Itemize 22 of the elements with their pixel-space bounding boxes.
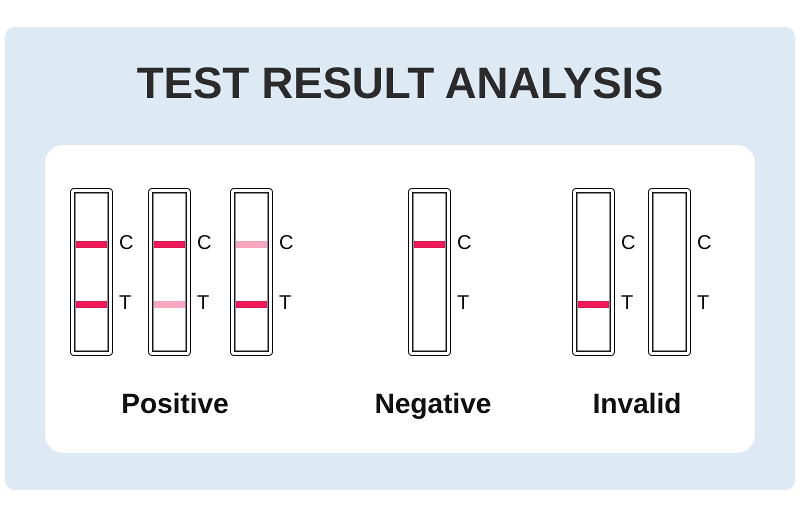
test-strip — [572, 188, 615, 356]
line-marker: C — [457, 233, 472, 253]
test-strip — [408, 188, 451, 356]
line-marker: C — [279, 233, 294, 253]
line-marker: T — [621, 293, 634, 313]
line-marker: T — [457, 293, 470, 313]
result-caption: Invalid — [592, 388, 682, 420]
line-marker: T — [119, 293, 132, 313]
line-marker: C — [621, 233, 636, 253]
line-marker: C — [119, 233, 134, 253]
test-strip — [70, 188, 113, 356]
test-strip — [648, 188, 691, 356]
test-strip — [230, 188, 273, 356]
result-caption: Negative — [374, 388, 492, 420]
line-marker: T — [197, 293, 210, 313]
line-marker: C — [697, 233, 712, 253]
line-marker: T — [279, 293, 292, 313]
result-caption: Positive — [121, 388, 229, 420]
line-marker: C — [197, 233, 212, 253]
line-marker: T — [697, 293, 710, 313]
title: TEST RESULT ANALYSIS — [136, 58, 664, 110]
test-strip — [148, 188, 191, 356]
